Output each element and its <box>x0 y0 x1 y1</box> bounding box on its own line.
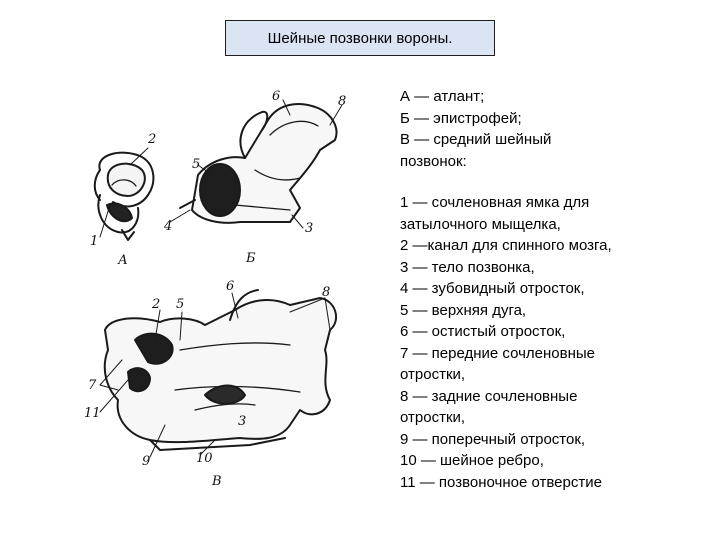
label-1-atlas: 1 <box>90 234 98 249</box>
legend-item: отростки, <box>400 409 466 426</box>
label-5-middle: 5 <box>176 297 184 312</box>
legend-item: 8 — задние сочленовные <box>400 387 578 405</box>
legend-item: 1 — сочленовная ямка для <box>400 194 590 211</box>
middle-vertebra-drawing <box>103 289 338 451</box>
label-5-epistropheus: 5 <box>192 157 200 172</box>
label-10-middle: 10 <box>196 451 213 466</box>
legend-item: 2 —канал для спинного мозга, <box>400 237 612 254</box>
legend-item: 9 — поперечный отросток, <box>400 430 586 448</box>
figure-title: Шейные позвонки вороны. <box>225 20 495 56</box>
vertebrae-illustration: 1 2 А 5 6 8 3 4 Б 2 5 6 8 7 11 3 9 10 В <box>84 89 346 489</box>
legend-part-a: А — атлант; <box>400 88 485 105</box>
legend-item: 6 — остистый отросток, <box>400 323 566 340</box>
label-v: В <box>211 474 222 489</box>
legend-part-v-cont: позвонок: <box>400 152 467 170</box>
label-6-epistropheus: 6 <box>272 89 280 104</box>
label-6-middle: 6 <box>226 279 234 294</box>
legend-part-v: В — средний шейный <box>400 131 552 148</box>
label-2-atlas: 2 <box>147 132 156 147</box>
label-4-epistropheus: 4 <box>163 219 172 234</box>
leader-lines <box>99 99 343 458</box>
label-8-epistropheus: 8 <box>338 94 346 109</box>
atlas-drawing <box>93 151 155 241</box>
legend-item: 10 — шейное ребро, <box>400 452 544 469</box>
label-3-epistropheus: 3 <box>305 221 313 236</box>
label-3-middle: 3 <box>238 414 246 429</box>
legend-item: 5 — верхняя дуга, <box>400 301 527 319</box>
legend-item: отростки, <box>400 366 466 383</box>
legend-item: 11 — позвоночное отверстие <box>400 473 602 491</box>
figure-title-text: Шейные позвонки вороны. <box>267 29 453 47</box>
label-2-middle: 2 <box>151 297 160 312</box>
label-b: Б <box>245 251 256 266</box>
legend-item: затылочного мыщелка, <box>400 215 561 233</box>
label-7-middle: 7 <box>88 378 97 393</box>
label-11-middle: 11 <box>84 406 101 421</box>
legend-gap <box>400 172 710 192</box>
label-8-middle: 8 <box>322 285 330 300</box>
epistropheus-drawing <box>179 103 338 224</box>
legend-item: 3 — тело позвонка, <box>400 258 535 276</box>
legend-part-b: Б — эпистрофей; <box>400 109 522 127</box>
legend-item: 7 — передние сочленовные <box>400 344 596 362</box>
label-9-middle: 9 <box>142 454 150 469</box>
label-a: А <box>117 253 128 268</box>
legend-item: 4 — зубовидный отросток, <box>400 280 585 297</box>
legend: А — атлант; Б — эпистрофей; В — средний … <box>400 86 710 493</box>
